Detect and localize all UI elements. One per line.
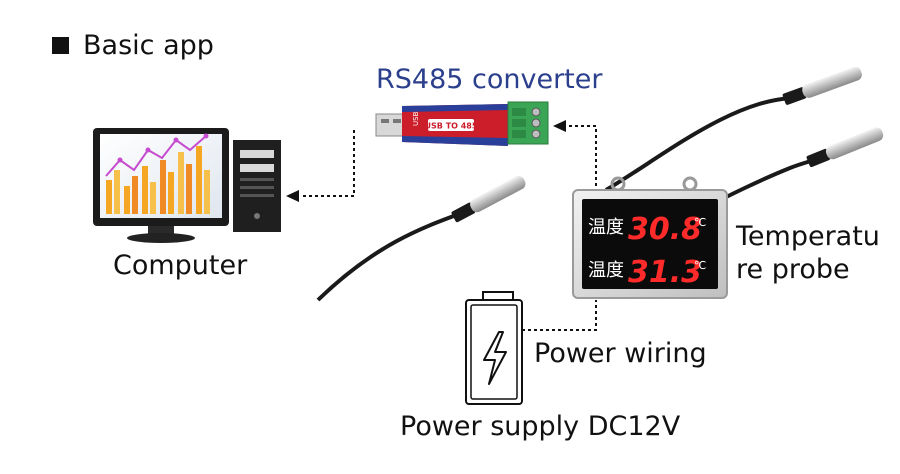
probe-cable-top (604, 96, 791, 192)
probe-label: Temperatu re probe (736, 221, 880, 285)
display-panel (582, 199, 718, 289)
power-supply-label: Power supply DC12V (400, 411, 681, 442)
probe-tip-left (451, 175, 526, 223)
converter-center-text: USB TO 485 (425, 122, 478, 131)
rs485-converter-icon: USB TO 485 USB (375, 101, 549, 146)
converter-left-text: USB (412, 111, 420, 126)
battery-icon (465, 291, 523, 405)
probe-cable-left (316, 208, 471, 302)
converter-label: RS485 converter (376, 64, 603, 95)
computer-icon (93, 128, 281, 243)
row1-label: 温度 (588, 217, 624, 238)
converter-center-badge (428, 119, 474, 131)
row2-value: 31.3 (628, 255, 702, 290)
row1-value: 30.8 (628, 212, 702, 247)
screen-chart-bars (106, 146, 210, 214)
hanger-ring-right (682, 176, 698, 192)
monitor-neck (148, 226, 174, 236)
computer-label: Computer (113, 250, 248, 281)
link-converter-to-computer (300, 130, 355, 197)
arrow-left-icon (286, 190, 299, 202)
row1-unit: ℃ (694, 216, 706, 229)
link-display-to-converter (566, 125, 597, 186)
heading-text: Basic app (83, 30, 214, 61)
screen-chart-line (105, 135, 207, 177)
lightning-bolt-icon (483, 331, 507, 385)
temperature-display: 温度 30.8 ℃ 温度 31.3 ℃ (572, 176, 728, 299)
monitor-base (127, 233, 195, 243)
section-heading: Basic app (52, 30, 214, 61)
link-power-to-display (522, 300, 597, 331)
arrow-left-icon-2 (553, 120, 566, 132)
usb-plug (375, 113, 407, 137)
square-bullet-icon (52, 37, 69, 54)
power-wiring-label: Power wiring (534, 338, 707, 369)
row2-unit: ℃ (694, 259, 706, 272)
screen-chart-points (117, 133, 209, 163)
probe-tip-top (782, 66, 862, 105)
probe-tip-right (806, 127, 884, 168)
row2-label: 温度 (588, 260, 624, 281)
